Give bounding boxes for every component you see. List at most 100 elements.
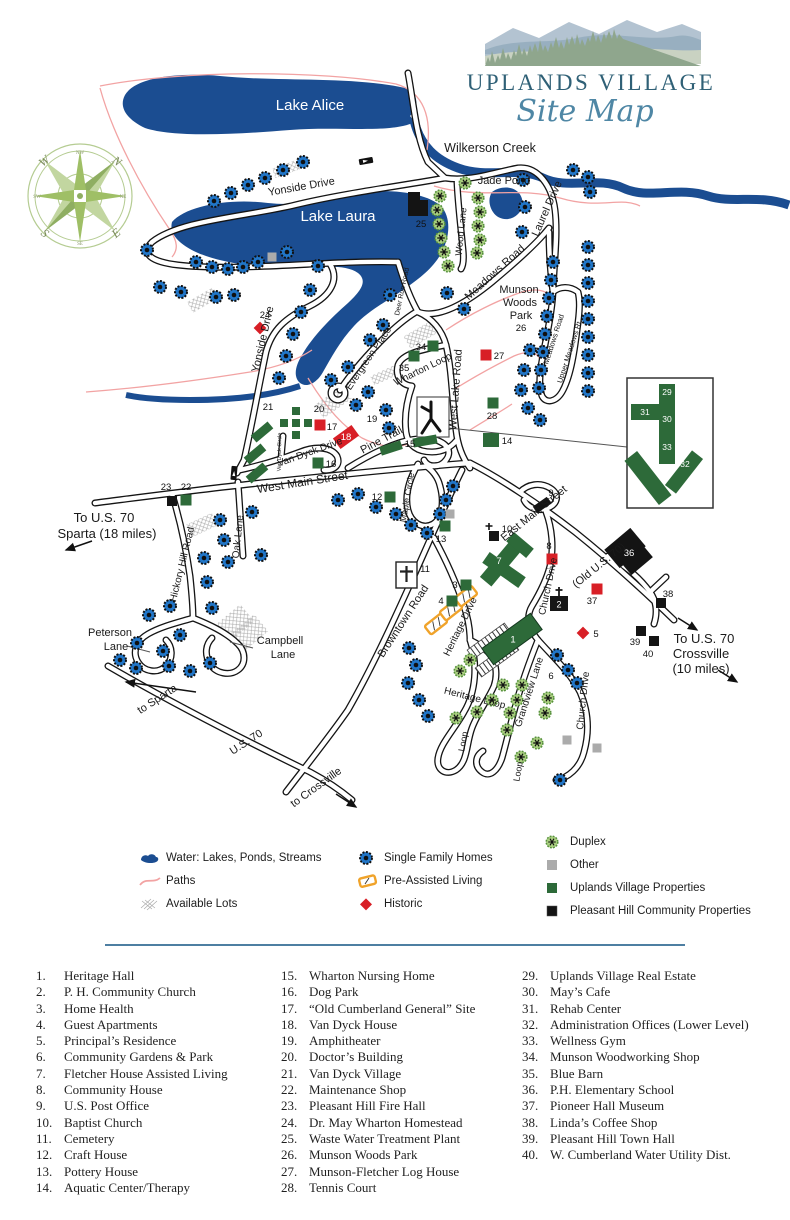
map-label: To U.S. 70: [674, 631, 735, 646]
single-family-home-icon: [203, 656, 217, 670]
directory-item: 5.Principal’s Residence: [36, 1033, 271, 1049]
directory-number: 14.: [36, 1179, 53, 1195]
directory-item: 7.Fletcher House Assisted Living: [36, 1066, 271, 1082]
ph-icon: [542, 903, 570, 919]
uplands-village-logo: [485, 20, 701, 66]
map-marker-13: 13: [436, 520, 451, 545]
directory-item: 11.Cemetery: [36, 1131, 271, 1147]
map-marker-26: 26: [516, 323, 527, 334]
single-family-home-icon: [376, 318, 390, 332]
single-family-home-icon: [401, 676, 415, 690]
single-family-home-icon: [156, 644, 170, 658]
directory-number: 16.: [281, 984, 298, 1000]
directory-number: 6.: [36, 1049, 46, 1065]
map-label: Woods: [503, 297, 538, 309]
annotation-lines: [64, 427, 739, 808]
directory-number: 12.: [36, 1147, 53, 1163]
fletcher-house-building: 7: [479, 532, 534, 588]
directory-item: 21.Van Dyck Village: [281, 1066, 516, 1082]
single-family-home-icon: [254, 548, 268, 562]
duplex-icon: [538, 706, 552, 720]
water-icon: [138, 850, 166, 866]
directory-item: 34.Munson Woodworking Shop: [522, 1049, 772, 1065]
single-family-home-icon: [245, 505, 259, 519]
compass-ne: NE: [120, 195, 127, 200]
single-family-home-icon: [420, 526, 434, 540]
directory-label: P. H. Community Church: [64, 984, 196, 1000]
directory-item: 10.Baptist Church: [36, 1115, 271, 1131]
special-buildings: 2 7 1 36: [230, 156, 714, 678]
map-label: East Main Street: [499, 483, 570, 544]
site-map-canvas: UPLANDS VILLAGE Site Map: [27, 20, 790, 810]
directory-label: Fletcher House Assisted Living: [64, 1065, 228, 1081]
svg-text:28: 28: [487, 411, 498, 422]
directory-item: 20.Doctor’s Building: [281, 1049, 516, 1065]
single-family-home-icon: [412, 693, 426, 707]
single-family-home-icon: [221, 555, 235, 569]
svg-text:9: 9: [548, 488, 553, 499]
heritage-hall-building: 1: [466, 612, 543, 678]
svg-text:7: 7: [496, 556, 501, 567]
duplex-icon: [432, 217, 446, 231]
directory-number: 2.: [36, 984, 46, 1000]
map-label: Peterson: [88, 627, 132, 639]
map-label: West Main Street: [256, 468, 350, 496]
inset-detail-box: 29 30 31 33 32: [624, 377, 714, 509]
single-family-home-icon: [236, 260, 250, 274]
single-family-home-icon: [173, 628, 187, 642]
map-marker-10: 10: [489, 524, 512, 541]
duplex-icon: [515, 678, 529, 692]
directory-item: 26.Munson Woods Park: [281, 1147, 516, 1163]
duplex-icon: [434, 231, 448, 245]
single-family-home-icon: [258, 171, 272, 185]
legend-label: Pre-Assisted Living: [384, 874, 483, 887]
directory-number: 39.: [522, 1130, 539, 1146]
single-family-home-icon: [532, 381, 546, 395]
single-family-home-icon: [197, 551, 211, 565]
legend-item-water: Water: Lakes, Ponds, Streams: [138, 846, 322, 869]
directory-number: 1.: [36, 968, 46, 983]
single-family-home-icon: [581, 258, 595, 272]
directory-label: Cemetery: [64, 1130, 115, 1146]
legend-label: Pleasant Hill Community Properties: [570, 904, 751, 917]
duplex-icon: [433, 189, 447, 203]
other-building-icon: [562, 735, 572, 745]
duplex-icon: [473, 205, 487, 219]
directory-number: 36.: [522, 1082, 539, 1098]
directory-label: Van Dyck Village: [309, 1065, 402, 1081]
svg-text:31: 31: [640, 407, 650, 417]
map-building-shape: [245, 462, 269, 484]
map-label: Wood Lane: [454, 207, 470, 256]
map-label: West Lake Road: [447, 349, 465, 431]
single-family-home-icon: [550, 648, 564, 662]
map-marker-19: 19: [367, 414, 378, 425]
single-family-home-icon: [324, 373, 338, 387]
directory-label: Tennis Court: [309, 1179, 377, 1195]
directory-item: 40.W. Cumberland Water Utility Dist.: [522, 1147, 772, 1163]
map-marker-39: 39: [630, 626, 646, 648]
map-marker-25: 25: [416, 219, 427, 230]
directory-number: 9.: [36, 1098, 46, 1114]
directory-item: 29.Uplands Village Real Estate: [522, 968, 772, 984]
single-family-home-icon: [581, 294, 595, 308]
svg-text:37: 37: [587, 596, 598, 607]
duplex-icon: [437, 245, 451, 259]
duplex-icon: [471, 191, 485, 205]
cemetery-icon: [395, 561, 418, 589]
legend-label: Historic: [384, 897, 423, 910]
single-family-home-icon: [205, 260, 219, 274]
directory-label: Pioneer Hall Museum: [550, 1098, 665, 1114]
directory-number: 5.: [36, 1033, 46, 1049]
single-family-home-icon: [421, 709, 435, 723]
directory-item: 27.Munson-Fletcher Log House: [281, 1164, 516, 1180]
map-marker-27: 27: [480, 349, 504, 362]
duplex-icon: [514, 750, 528, 764]
directory-number: 25.: [281, 1130, 298, 1146]
other-buildings-layer: [267, 252, 602, 753]
single-family-home-icon: [540, 309, 554, 323]
map-building-shape: [250, 421, 274, 443]
map-building-shape: [292, 419, 300, 427]
compass-nw: NW: [76, 151, 85, 156]
